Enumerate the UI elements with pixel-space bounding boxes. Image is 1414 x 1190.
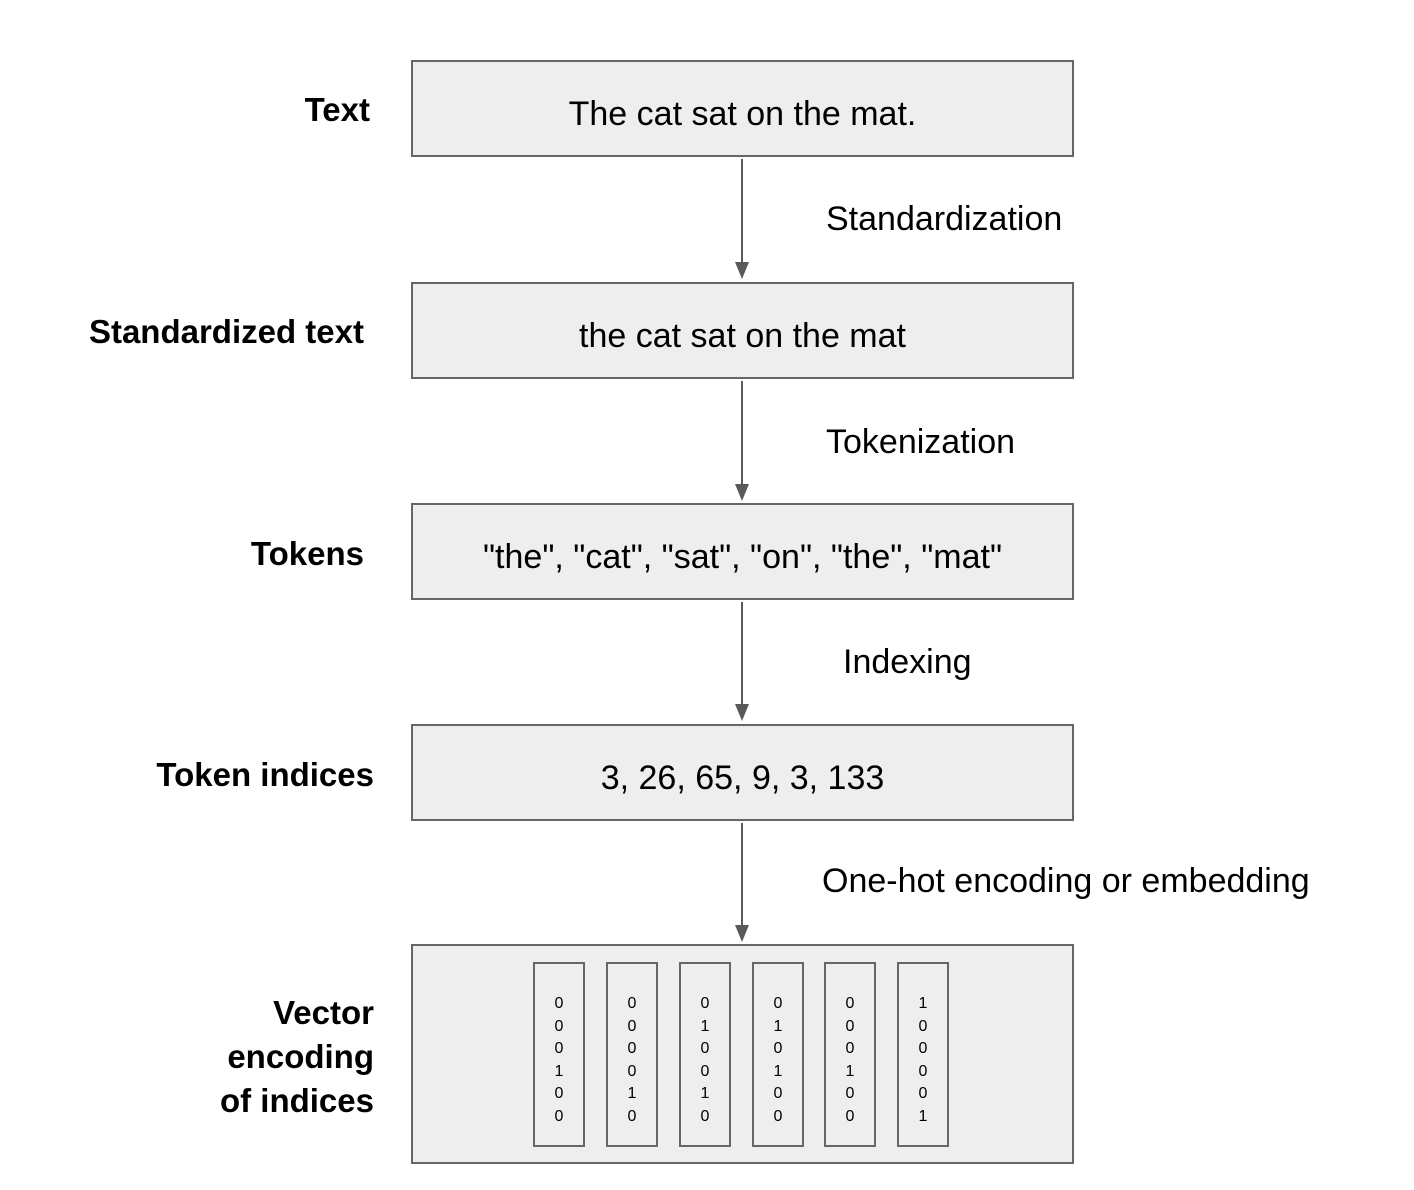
vector-digit: 0: [918, 1062, 928, 1080]
stage-label-standardized-text: Standardized text: [88, 313, 364, 350]
vector-digit: 0: [773, 1085, 783, 1102]
vector-digit: 1: [918, 995, 928, 1012]
tokens-box: "the", "cat", "sat", "on", "the", "mat": [411, 503, 1074, 600]
stage-label-tokens: Tokens: [250, 535, 364, 572]
vector-digit: 0: [627, 1040, 637, 1057]
stage-label-line-3: of indices: [219, 1082, 374, 1119]
step-label-indexing: Indexing: [843, 643, 972, 681]
vector-column: 0 1 0 0 1 0: [679, 962, 731, 1147]
vector-digit: 0: [700, 1062, 710, 1080]
vector-digit: 1: [773, 1062, 783, 1080]
vector-encoding-box: 0 0 0 1 0 0 0 0 0 0 1 0 0 1 0 0 1 0 0 1 …: [411, 944, 1074, 1164]
vector-digit: 0: [773, 1040, 783, 1057]
vector-digit: 0: [918, 1040, 928, 1057]
step-label-encoding: One-hot encoding or embedding: [822, 862, 1310, 900]
stage-label-line-2: encoding: [227, 1038, 374, 1075]
vector-column: 0 0 0 1 0 0: [824, 962, 876, 1147]
vector-digit: 0: [773, 995, 783, 1012]
vector-digit: 0: [554, 995, 564, 1012]
vector-digit: 1: [627, 1085, 637, 1102]
step-label-tokenization: Tokenization: [826, 423, 1016, 461]
vector-digit: 0: [773, 1107, 783, 1125]
text-content: The cat sat on the mat.: [568, 95, 917, 133]
vector-digit: 0: [845, 1085, 855, 1102]
vector-digit: 0: [700, 1040, 710, 1057]
stage-label-text: Text: [304, 91, 370, 128]
vector-digit: 1: [845, 1062, 855, 1080]
vector-digit: 0: [918, 1085, 928, 1102]
vector-digit: 1: [700, 1085, 710, 1102]
stage-label-vector-encoding: Vector encoding of indices: [220, 991, 374, 1123]
arrow-encoding: [735, 823, 749, 942]
vector-digit: 0: [845, 1040, 855, 1057]
vector-digit: 0: [554, 1107, 564, 1125]
vector-digit: 0: [845, 1017, 855, 1035]
vector-digit: 1: [700, 1017, 710, 1035]
vector-column: 1 0 0 0 0 1: [897, 962, 949, 1147]
text-box: The cat sat on the mat.: [411, 60, 1074, 157]
vector-digit: 0: [627, 995, 637, 1012]
step-label-standardization: Standardization: [826, 200, 1063, 238]
vector-digit: 0: [554, 1017, 564, 1035]
stage-label-token-indices: Token indices: [156, 756, 374, 793]
vector-digit: 0: [700, 995, 710, 1012]
vector-digit: 0: [845, 1107, 855, 1125]
token-indices-box: 3, 26, 65, 9, 3, 133: [411, 724, 1074, 821]
tokens-content: "the", "cat", "sat", "on", "the", "mat": [482, 538, 1003, 576]
vector-digit: 0: [700, 1107, 710, 1125]
vector-digit: 0: [918, 1017, 928, 1035]
vector-column: 0 0 0 0 1 0: [606, 962, 658, 1147]
vector-digit: 0: [627, 1017, 637, 1035]
standardized-text-content: the cat sat on the mat: [579, 317, 906, 355]
vector-digit: 0: [627, 1107, 637, 1125]
vector-digit: 0: [845, 995, 855, 1012]
standardized-text-box: the cat sat on the mat: [411, 282, 1074, 379]
token-indices-content: 3, 26, 65, 9, 3, 133: [600, 759, 885, 797]
vector-digit: 1: [773, 1017, 783, 1035]
arrow-standardization: [735, 159, 749, 279]
vector-column: 0 1 0 1 0 0: [752, 962, 804, 1147]
vector-digit: 1: [554, 1062, 564, 1080]
stage-label-line-1: Vector: [273, 994, 374, 1031]
vector-digit: 0: [554, 1040, 564, 1057]
arrow-tokenization: [735, 381, 749, 501]
vector-column: 0 0 0 1 0 0: [533, 962, 585, 1147]
vector-digit: 0: [627, 1062, 637, 1080]
arrow-indexing: [735, 602, 749, 721]
vector-digit: 0: [554, 1085, 564, 1102]
vector-digit: 1: [918, 1107, 928, 1125]
